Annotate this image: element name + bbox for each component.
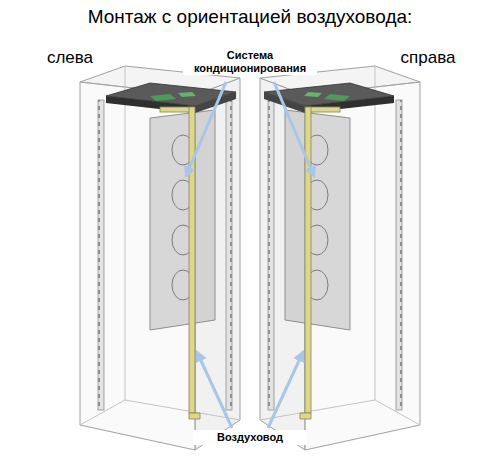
leader-arrows xyxy=(186,82,314,428)
callout-label: Система кондиционирования xyxy=(183,48,317,75)
rack-left xyxy=(80,66,240,450)
callout-label: Воздуховод xyxy=(193,430,307,445)
diagram-title: Монтаж с ориентацией воздуховода: xyxy=(0,6,500,28)
side-label: справа xyxy=(383,48,473,68)
rack-right xyxy=(260,66,420,450)
side-label: слева xyxy=(25,48,115,68)
